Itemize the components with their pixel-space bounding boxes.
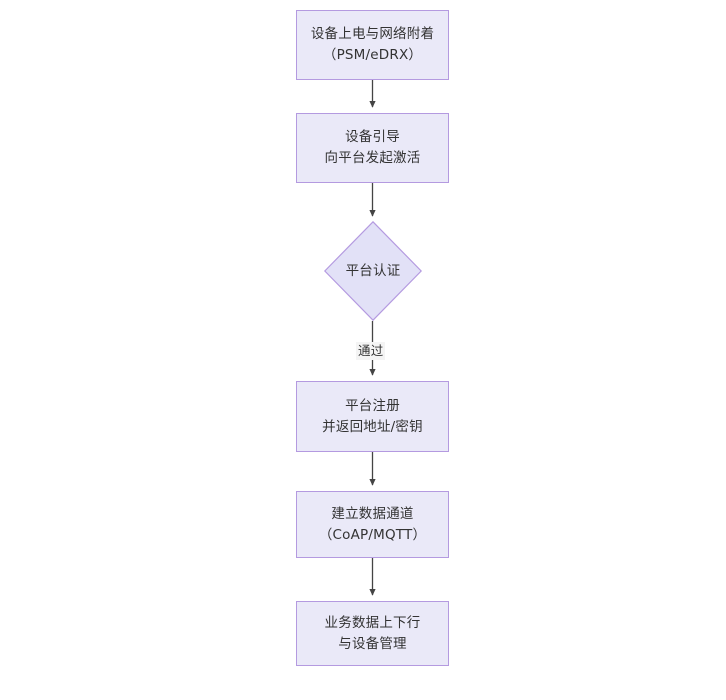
node-device-power-on[interactable]: 设备上电与网络附着 （PSM/eDRX）	[296, 10, 449, 80]
node-n3-label: 平台认证	[324, 221, 422, 321]
node-n3-line-1: 平台认证	[345, 263, 401, 279]
edge-label-pass: 通过	[356, 342, 386, 360]
node-n1-line-1: 设备上电与网络附着	[310, 26, 435, 42]
node-business-data-and-device-management[interactable]: 业务数据上下行 与设备管理	[296, 601, 449, 666]
node-n2-line-1: 设备引导	[345, 129, 400, 145]
node-device-bootstrap[interactable]: 设备引导 向平台发起激活	[296, 113, 449, 183]
node-platform-auth[interactable]: 平台认证	[324, 221, 422, 321]
node-n5-line-2: （CoAP/MQTT）	[318, 526, 427, 543]
node-n2-line-2: 向平台发起激活	[324, 150, 421, 166]
node-n4-line-1: 平台注册	[345, 397, 400, 414]
node-n6-line-2: 与设备管理	[338, 635, 407, 652]
node-platform-register[interactable]: 平台注册 并返回地址/密钥	[296, 381, 449, 452]
node-n4-line-2: 并返回地址/密钥	[322, 418, 423, 435]
node-establish-data-channel[interactable]: 建立数据通道 （CoAP/MQTT）	[296, 491, 449, 558]
node-n6-line-1: 业务数据上下行	[324, 614, 421, 631]
node-n1-line-2: （PSM/eDRX）	[322, 47, 423, 63]
node-n5-line-1: 建立数据通道	[331, 505, 414, 522]
diamond-shape-icon	[324, 221, 422, 321]
